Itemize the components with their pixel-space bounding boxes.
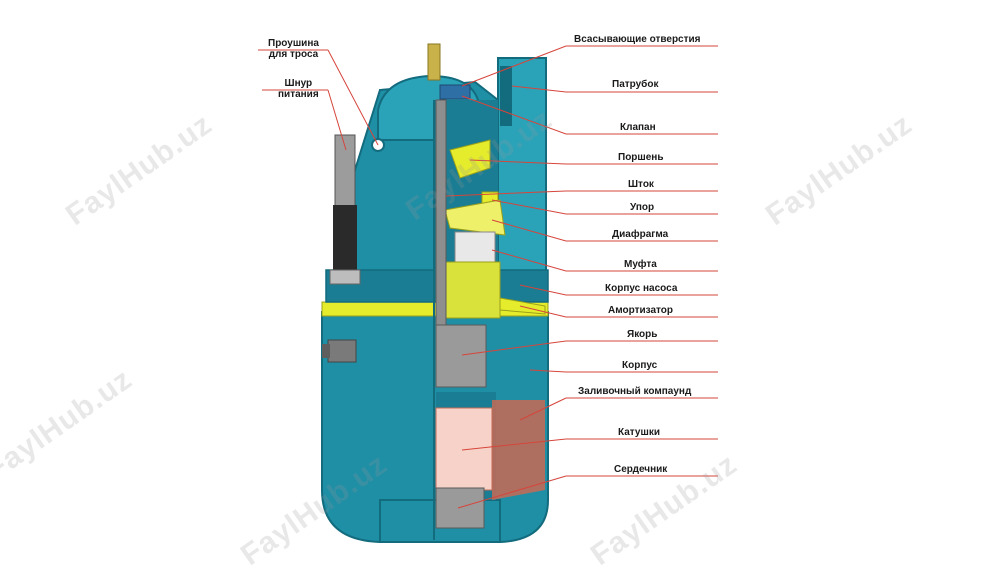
leader-pointer bbox=[461, 45, 567, 87]
label-shtok: Шток bbox=[628, 179, 654, 190]
power-cord bbox=[329, 134, 361, 285]
label-patrubok: Патрубок bbox=[612, 79, 659, 90]
leader-pointer bbox=[327, 89, 347, 151]
label-mufta: Муфта bbox=[624, 259, 657, 270]
label-diafragma: Диафрагма bbox=[612, 229, 669, 240]
label-serdechnik: Сердечник bbox=[614, 464, 668, 475]
label-vsas: Всасывающие отверстия bbox=[574, 34, 701, 45]
label-amortizator: Амортизатор bbox=[608, 305, 673, 316]
cutaway-interior bbox=[433, 84, 546, 540]
label-shnur: Шнур питания bbox=[278, 78, 319, 100]
leader-pointer bbox=[519, 284, 567, 296]
leader-pointer bbox=[529, 369, 567, 373]
leader-pointer bbox=[461, 340, 567, 356]
label-korpus: Корпус bbox=[622, 360, 658, 371]
leader-pointer bbox=[461, 438, 567, 451]
leader-pointer bbox=[457, 475, 567, 509]
label-proushina: Проушина для троса bbox=[268, 38, 319, 60]
leader-pointer bbox=[511, 85, 567, 93]
bolt bbox=[322, 339, 357, 363]
leader-lines bbox=[258, 45, 718, 509]
label-zalivochny: Заливочный компаунд bbox=[578, 386, 692, 397]
leader-pointer bbox=[519, 397, 567, 421]
leader-pointer bbox=[327, 49, 379, 146]
label-katushki: Катушки bbox=[618, 427, 660, 438]
leader-pointer bbox=[491, 199, 567, 215]
label-yakor: Якорь bbox=[627, 329, 658, 340]
leader-pointer bbox=[461, 95, 567, 135]
leader-pointer bbox=[491, 249, 567, 272]
leader-pointer bbox=[445, 190, 567, 197]
label-upor: Упор bbox=[630, 202, 655, 213]
label-porshen: Поршень bbox=[618, 152, 664, 163]
label-klapan: Клапан bbox=[620, 122, 656, 133]
leader-pointer bbox=[519, 305, 567, 318]
label-korpus-nasosa: Корпус насоса bbox=[605, 283, 678, 294]
leader-pointer bbox=[469, 159, 567, 165]
leader-pointer bbox=[491, 219, 567, 242]
